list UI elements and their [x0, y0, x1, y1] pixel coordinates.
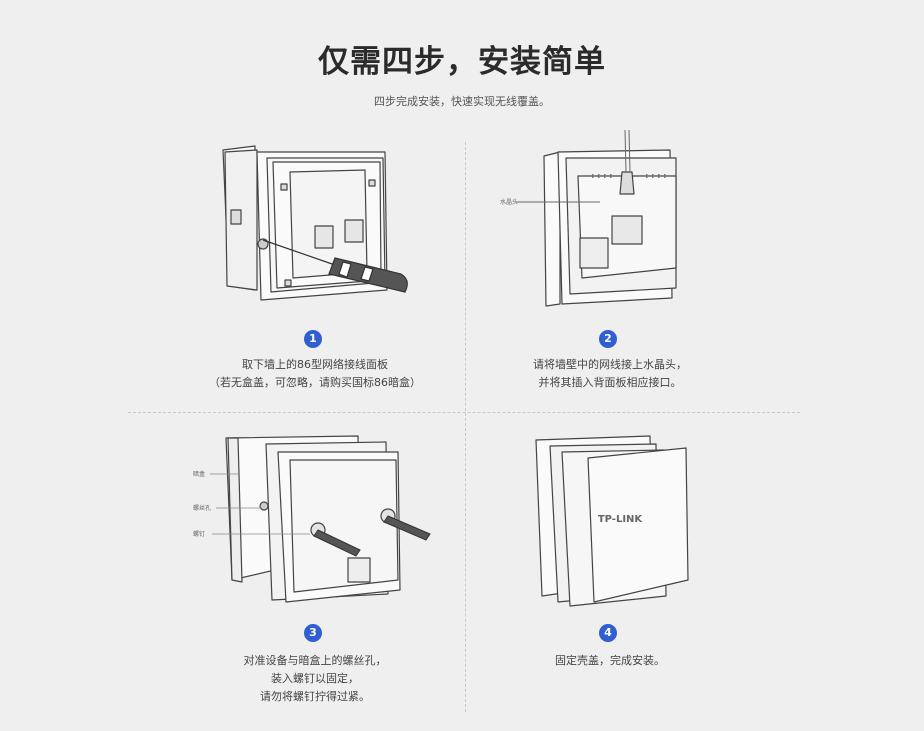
step4-line1: 固定壳盖，完成安装。: [555, 654, 665, 667]
step2-line1: 请将墙壁中的网线接上水晶头，: [533, 358, 687, 371]
step1-line1: 取下墙上的86型网络接线面板: [242, 358, 388, 371]
step1-illustration: [222, 145, 408, 301]
callout-crystal-head: 水晶头: [500, 198, 518, 206]
callout-dark-box: 暗盒: [193, 470, 205, 478]
horizontal-divider: [128, 412, 800, 413]
step3-illustration: 暗盒 螺丝孔 螺钉: [193, 435, 431, 603]
step4-illustration: TP-LINK: [535, 435, 689, 607]
step3-line3: 请勿将螺钉拧得过紧。: [260, 690, 370, 703]
step4-badge: 4: [599, 624, 617, 642]
callout-screw: 螺钉: [193, 530, 205, 538]
step2-badge: 2: [599, 330, 617, 348]
vertical-divider: [465, 142, 466, 712]
step4-description: 固定壳盖，完成安装。: [460, 652, 760, 670]
step3-badge: 3: [304, 624, 322, 642]
step2-illustration: 水晶头: [500, 129, 677, 307]
callout-screw-hole: 螺丝孔: [193, 504, 211, 512]
tp-link-logo: TP-LINK: [598, 514, 644, 525]
step3-line2: 装入螺钉以固定，: [271, 672, 359, 685]
step1-badge: 1: [304, 330, 322, 348]
page-subtitle: 四步完成安装，快速实现无线覆盖。: [374, 95, 550, 108]
step3-line1: 对准设备与暗盒上的螺丝孔，: [243, 654, 387, 667]
step2-description: 请将墙壁中的网线接上水晶头， 并将其插入背面板相应接口。: [460, 356, 760, 392]
page-title: 仅需四步，安装简单: [318, 44, 606, 80]
step1-line2: （若无盒盖，可忽略，请购买国标86暗盒）: [209, 376, 421, 389]
step2-line2: 并将其插入背面板相应接口。: [538, 376, 682, 389]
step3-description: 对准设备与暗盒上的螺丝孔， 装入螺钉以固定， 请勿将螺钉拧得过紧。: [165, 652, 465, 706]
step1-description: 取下墙上的86型网络接线面板 （若无盒盖，可忽略，请购买国标86暗盒）: [165, 356, 465, 392]
